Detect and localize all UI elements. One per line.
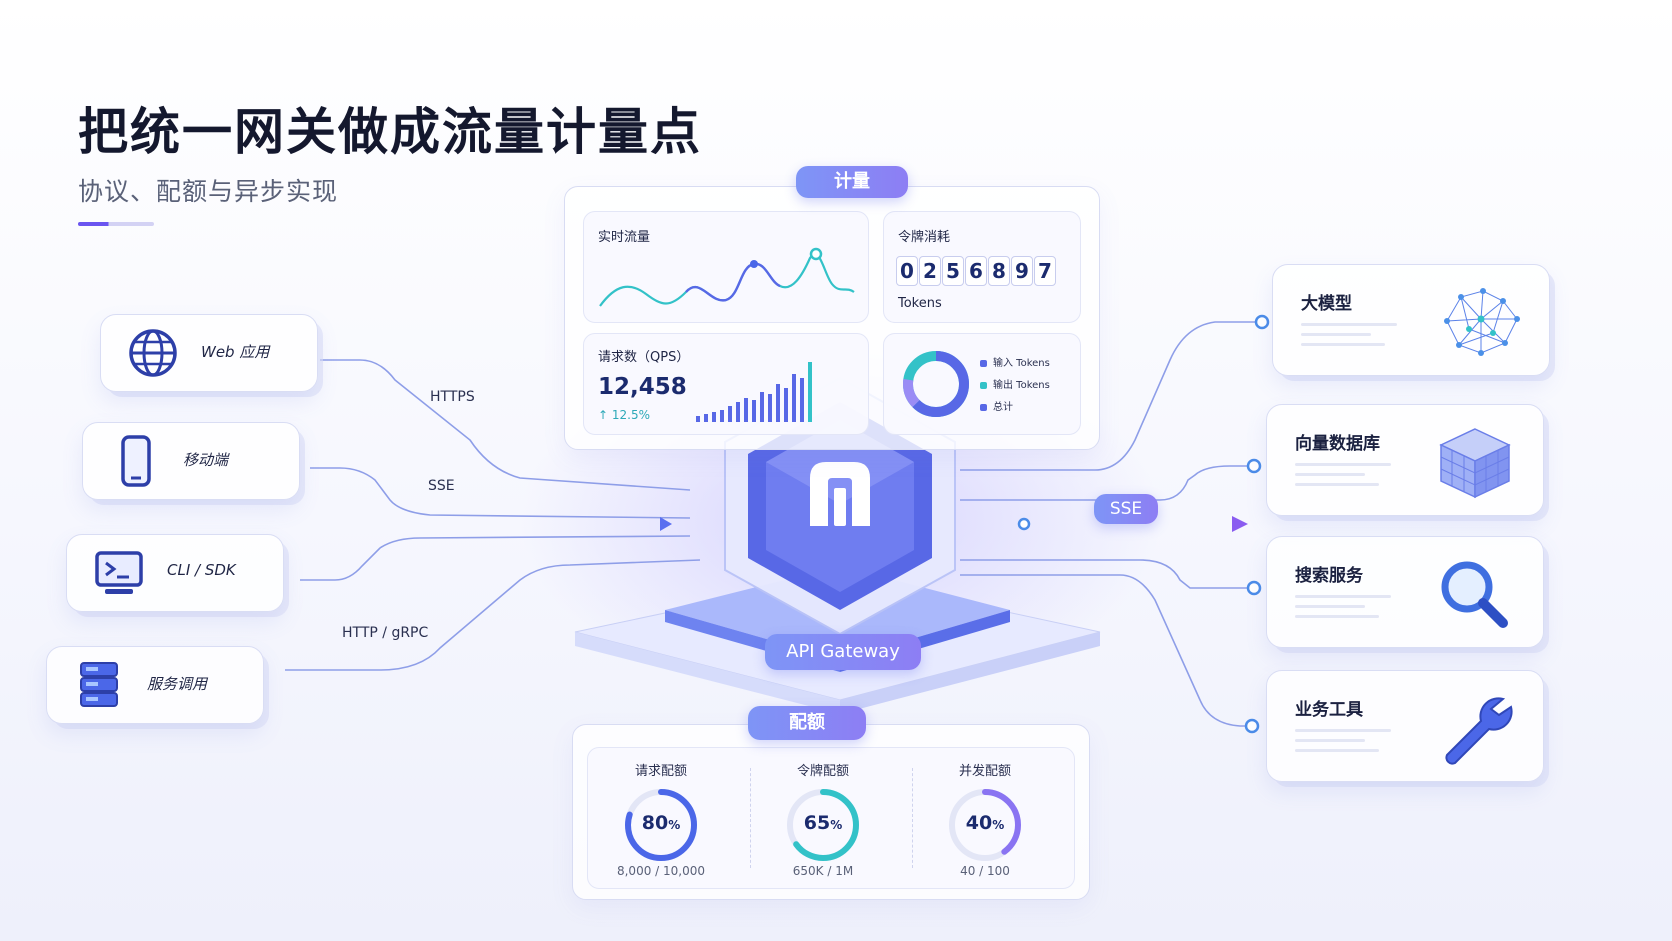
- quota-inner: [587, 747, 1075, 889]
- qps-bar-sparkline: [696, 362, 812, 422]
- wrench-icon: [1445, 697, 1513, 765]
- qps-change: ↑ 12.5%: [598, 408, 650, 422]
- globe-icon: [129, 329, 177, 377]
- wire-mobile: [310, 467, 691, 519]
- quota-ring-token: [787, 789, 859, 861]
- client-label: CLI / SDK: [167, 561, 236, 579]
- token-digit: 6: [965, 256, 987, 286]
- client-label: Web 应用: [201, 343, 270, 361]
- realtime-traffic-title: 实时流量: [598, 230, 651, 245]
- page-title: 把统一网关做成流量计量点: [78, 103, 702, 161]
- quota-name-request: 请求配额: [634, 764, 687, 779]
- quota-name-concurrency: 并发配额: [958, 764, 1011, 779]
- service-label: 业务工具: [1295, 700, 1363, 720]
- sse-in-arrow: [660, 517, 672, 531]
- client-label: 移动端: [183, 451, 229, 469]
- node-vector: [1246, 458, 1262, 474]
- token-donut-chart: [903, 351, 969, 417]
- sse-out-arrow: [1232, 516, 1248, 532]
- wire-cli: [300, 535, 691, 581]
- quota-detail-concurrency: 40 / 100: [960, 864, 1010, 878]
- mobile-phone-icon: [121, 435, 151, 487]
- client-cli[interactable]: CLI / SDK: [66, 534, 284, 612]
- token-digit: 0: [896, 256, 918, 286]
- protocol-label-https: HTTPS: [430, 389, 475, 405]
- qps-card: 请求数（QPS） 12,458 ↑ 12.5%: [583, 333, 869, 435]
- token-digit: 8: [988, 256, 1010, 286]
- client-web[interactable]: Web 应用: [100, 314, 318, 392]
- token-digit: 9: [1011, 256, 1033, 286]
- token-unit: Tokens: [898, 296, 942, 311]
- gateway-logo-icon: [810, 462, 870, 526]
- quota-percent-request: 80%: [641, 812, 681, 834]
- service-search[interactable]: 搜索服务: [1266, 536, 1544, 648]
- service-label: 搜索服务: [1295, 566, 1363, 586]
- token-digit: 7: [1034, 256, 1056, 286]
- node-search: [1246, 580, 1262, 596]
- service-label: 大模型: [1301, 294, 1352, 314]
- token-digit: 2: [919, 256, 941, 286]
- sse-output-label: SSE: [1094, 494, 1158, 524]
- token-consumption-title: 令牌消耗: [898, 230, 951, 245]
- node-llm: [1254, 314, 1270, 330]
- wire-search: [960, 559, 1255, 589]
- quota-percent-token: 65%: [803, 812, 843, 834]
- service-llm[interactable]: 大模型: [1272, 264, 1550, 376]
- quota-panel: [572, 724, 1090, 900]
- protocol-label-sse: SSE: [428, 478, 455, 494]
- server-icon: [80, 662, 118, 707]
- cube-database-icon: [1439, 428, 1511, 499]
- quota-ring-concurrency: [949, 789, 1021, 861]
- metering-label: 计量: [796, 166, 908, 198]
- wire-tools: [960, 574, 1255, 727]
- title-accent-bar: [78, 222, 154, 226]
- node-sse: [1017, 517, 1031, 531]
- magnifier-icon: [1441, 561, 1508, 628]
- gateway-label: API Gateway: [765, 634, 921, 670]
- wire-vector: [960, 465, 1255, 501]
- wire-service: [285, 559, 701, 671]
- neural-network-icon: [1444, 288, 1520, 356]
- client-mobile[interactable]: 移动端: [82, 422, 300, 500]
- client-service[interactable]: 服务调用: [46, 646, 264, 724]
- legend-output-tokens: 输出 Tokens: [980, 376, 1050, 391]
- protocol-label-grpc: HTTP / gRPC: [342, 625, 429, 641]
- legend-total: 总计: [980, 398, 1013, 413]
- quota-name-token: 令牌配额: [796, 764, 849, 779]
- qps-value: 12,458: [598, 374, 687, 400]
- service-label: 向量数据库: [1295, 434, 1380, 454]
- metering-panel: 实时流量 令牌消耗 0 2 5 6 8 9 7 Tokens 请求数（QPS） …: [564, 186, 1100, 450]
- legend-input-tokens: 输入 Tokens: [980, 354, 1050, 369]
- wire-llm: [960, 321, 1262, 471]
- quota-divider: [912, 768, 914, 868]
- token-digit: 5: [942, 256, 964, 286]
- quota-percent-concurrency: 40%: [965, 812, 1005, 834]
- service-vector-db[interactable]: 向量数据库: [1266, 404, 1544, 516]
- node-tools: [1244, 718, 1260, 734]
- quota-detail-token: 650K / 1M: [792, 864, 854, 878]
- terminal-icon: [95, 551, 143, 594]
- quota-label: 配额: [748, 706, 866, 740]
- token-consumption-card: 令牌消耗 0 2 5 6 8 9 7 Tokens: [883, 211, 1081, 323]
- qps-title: 请求数（QPS）: [598, 350, 690, 365]
- quota-divider: [750, 768, 752, 868]
- service-tools[interactable]: 业务工具: [1266, 670, 1544, 782]
- wire-web: [320, 359, 691, 491]
- realtime-traffic-sparkline: [599, 247, 855, 307]
- quota-detail-request: 8,000 / 10,000: [616, 864, 705, 878]
- page-subtitle: 协议、配额与异步实现: [78, 177, 339, 206]
- quota-ring-request: [625, 789, 697, 861]
- client-label: 服务调用: [147, 675, 208, 693]
- realtime-traffic-card: 实时流量: [583, 211, 869, 323]
- token-breakdown-card: 输入 Tokens 输出 Tokens 总计: [883, 333, 1081, 435]
